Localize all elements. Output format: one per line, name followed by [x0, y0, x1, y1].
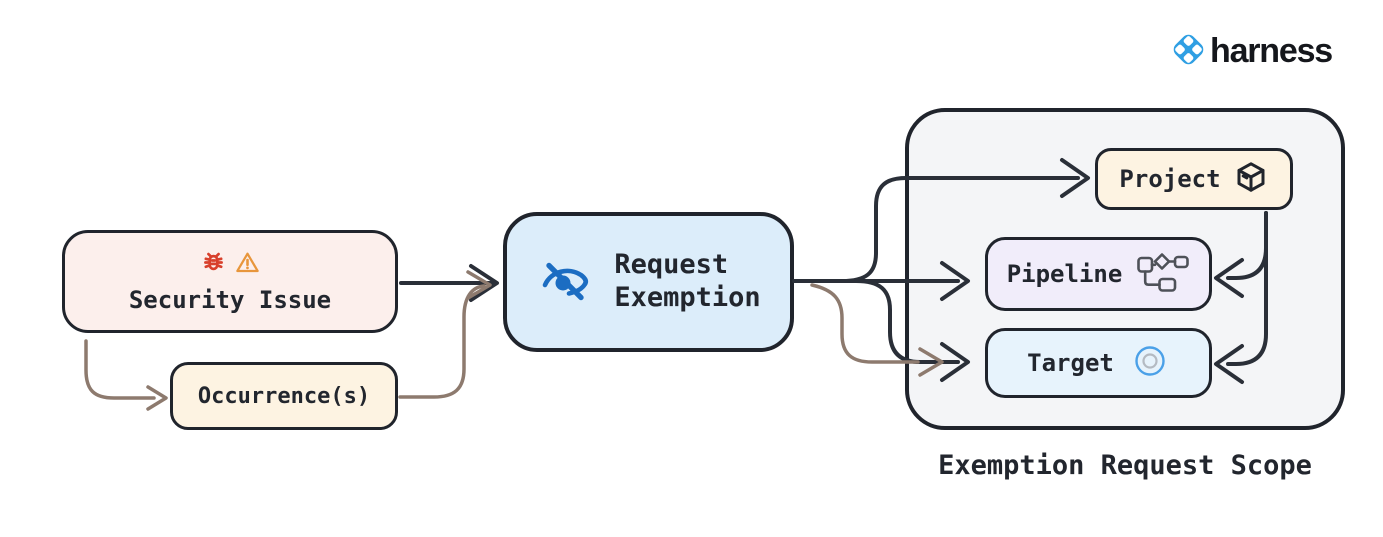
- arrowhead-request-exemption: [469, 264, 499, 302]
- security-issue-icons: [200, 249, 261, 280]
- scope-caption: Exemption Request Scope: [938, 450, 1312, 481]
- target-icon: [1130, 341, 1170, 385]
- request-exemption-label: Request Exemption: [614, 249, 760, 315]
- target-label: Target: [1027, 349, 1114, 377]
- security-issue-label: Security Issue: [128, 286, 332, 314]
- eye-off-icon: [536, 256, 594, 308]
- edge-occurrences-to-target: [810, 283, 920, 364]
- arrowhead-occurrences-left: [146, 385, 168, 411]
- bug-icon: [200, 249, 227, 280]
- pipeline-label: Pipeline: [1006, 260, 1123, 288]
- occurrences-node: Occurrence(s): [170, 362, 398, 430]
- brand-logo: harness: [1168, 29, 1333, 74]
- security-issue-node: Security Issue: [62, 230, 398, 333]
- occurrences-label: Occurrence(s): [197, 383, 371, 409]
- arrowhead-request-exemption-brown: [466, 270, 492, 300]
- project-label: Project: [1119, 165, 1221, 193]
- edge-occurrences-to-request-exemption: [398, 284, 486, 399]
- request-exemption-line2: Exemption: [614, 282, 761, 313]
- brand-name: harness: [1210, 32, 1333, 70]
- request-exemption-line1: Request: [614, 249, 729, 281]
- cube-icon: [1233, 159, 1269, 199]
- pipeline-node: Pipeline: [985, 237, 1212, 311]
- pipeline-icon: [1134, 250, 1190, 298]
- warning-icon: [234, 249, 261, 280]
- edge-security-issue-to-occurrences: [84, 339, 156, 400]
- target-node: Target: [985, 328, 1212, 398]
- request-exemption-node: Request Exemption: [503, 212, 794, 352]
- project-node: Project: [1095, 148, 1293, 210]
- harness-logo-icon: [1168, 29, 1209, 74]
